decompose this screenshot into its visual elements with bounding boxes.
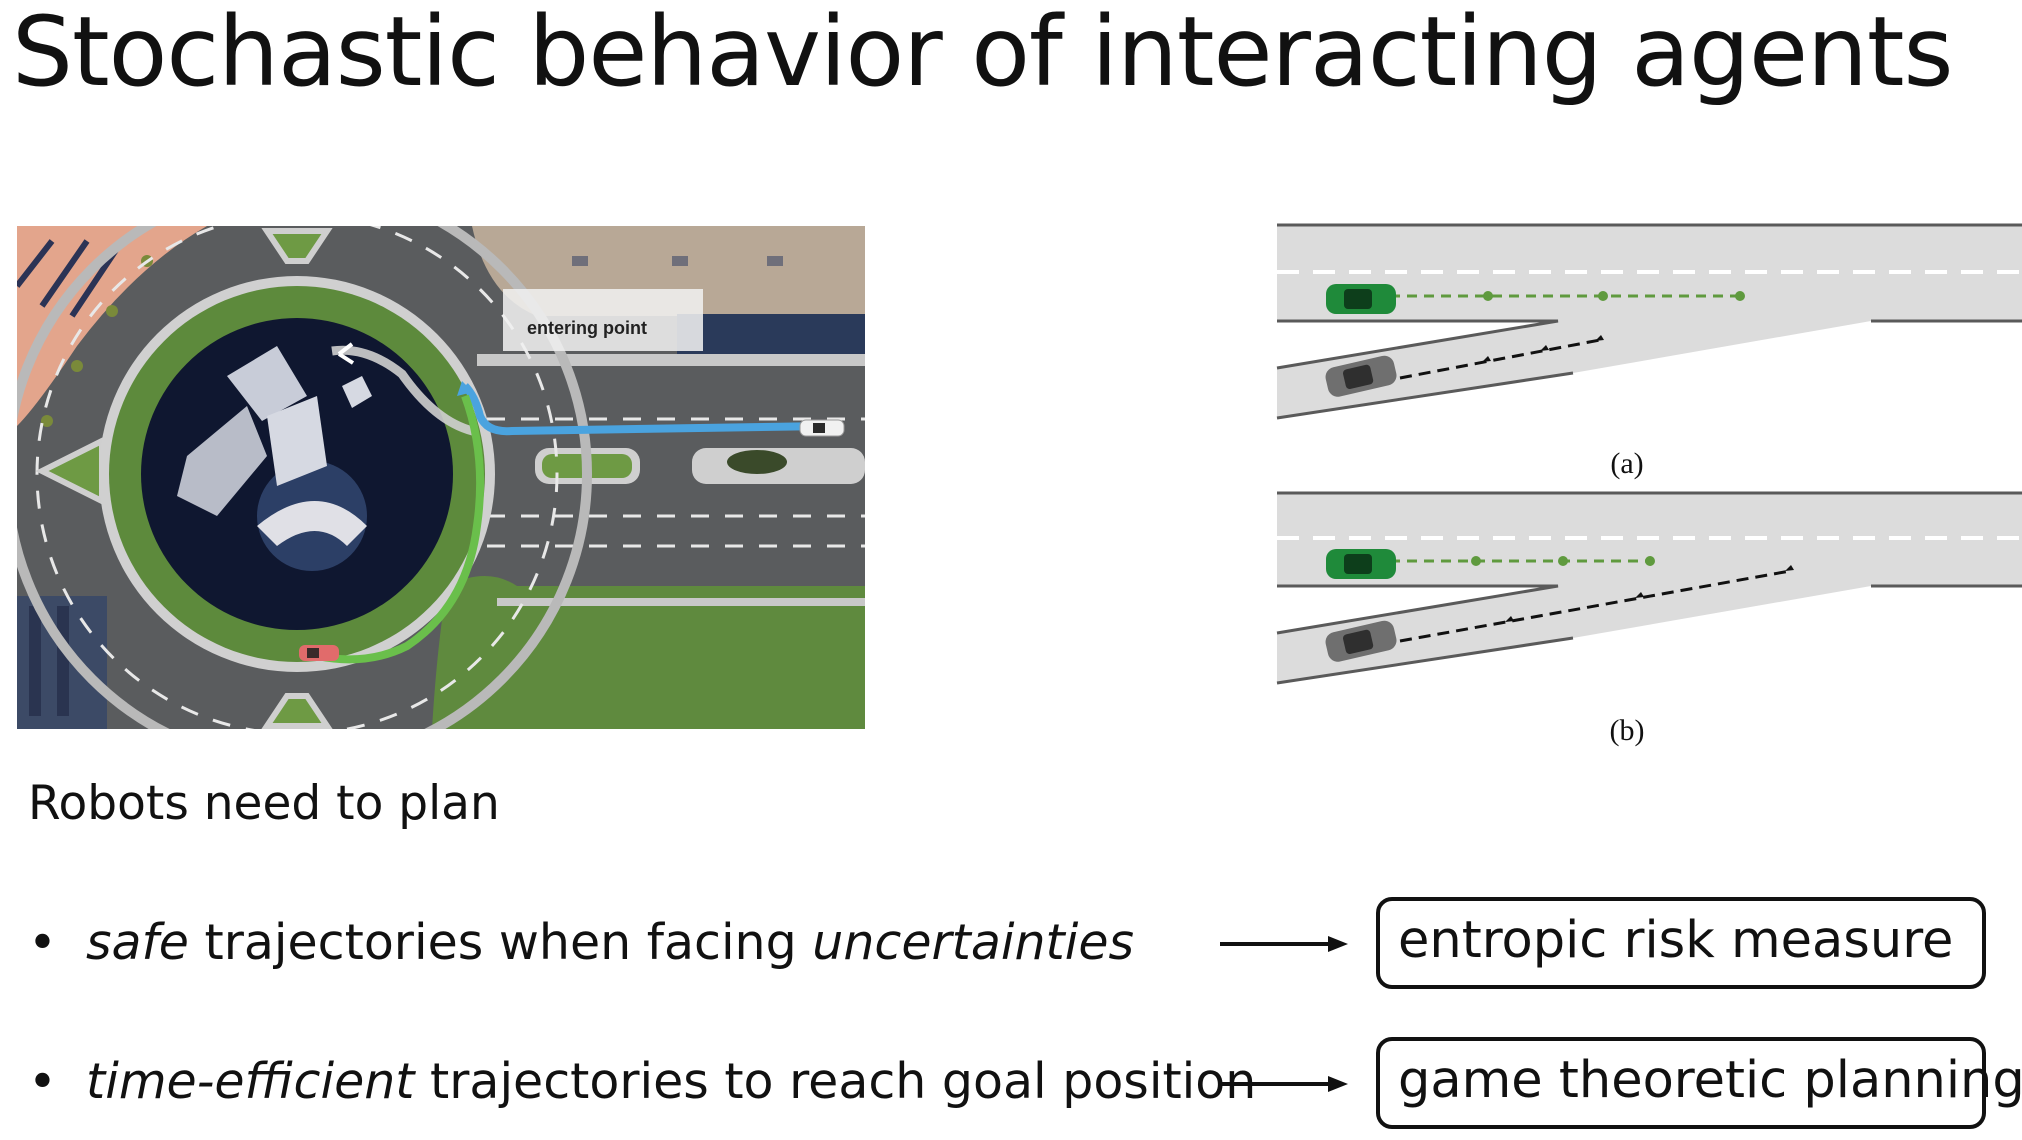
entropic-risk-box: entropic risk measure <box>1376 897 1986 989</box>
bullet-item-safe: • safe trajectories when facing uncertain… <box>28 911 1134 975</box>
bullet-item-time-efficient: • time-efficient trajectories to reach go… <box>28 1050 1256 1114</box>
bullet-text: trajectories to reach goal position <box>414 1053 1257 1110</box>
caption-b: (b) <box>1610 714 1645 747</box>
plan-heading: Robots need to plan <box>28 776 500 831</box>
roundabout-scene: entering point <box>17 226 865 729</box>
arrow-right-icon <box>1220 936 1348 952</box>
bullet-text: trajectories when facing <box>188 914 813 971</box>
bullet-emphasis: time-efficient <box>86 1053 415 1110</box>
bullet-marker: • <box>28 914 57 971</box>
game-theoretic-box: game theoretic planning <box>1376 1037 2022 1129</box>
merge-scenes: (a) (b) <box>1276 223 2022 747</box>
entering-point-label: entering point <box>527 318 647 338</box>
roundabout-image: entering point <box>17 226 865 729</box>
bullet-emphasis: safe <box>86 914 189 971</box>
merge-diagram: (a) (b) <box>1270 218 2022 758</box>
bullet-marker: • <box>28 1053 57 1110</box>
arrow-right-icon <box>1220 1076 1348 1092</box>
slide-title: Stochastic behavior of interacting agent… <box>12 0 1954 108</box>
caption-a: (a) <box>1610 447 1643 480</box>
bullet-emphasis: uncertainties <box>812 914 1135 971</box>
